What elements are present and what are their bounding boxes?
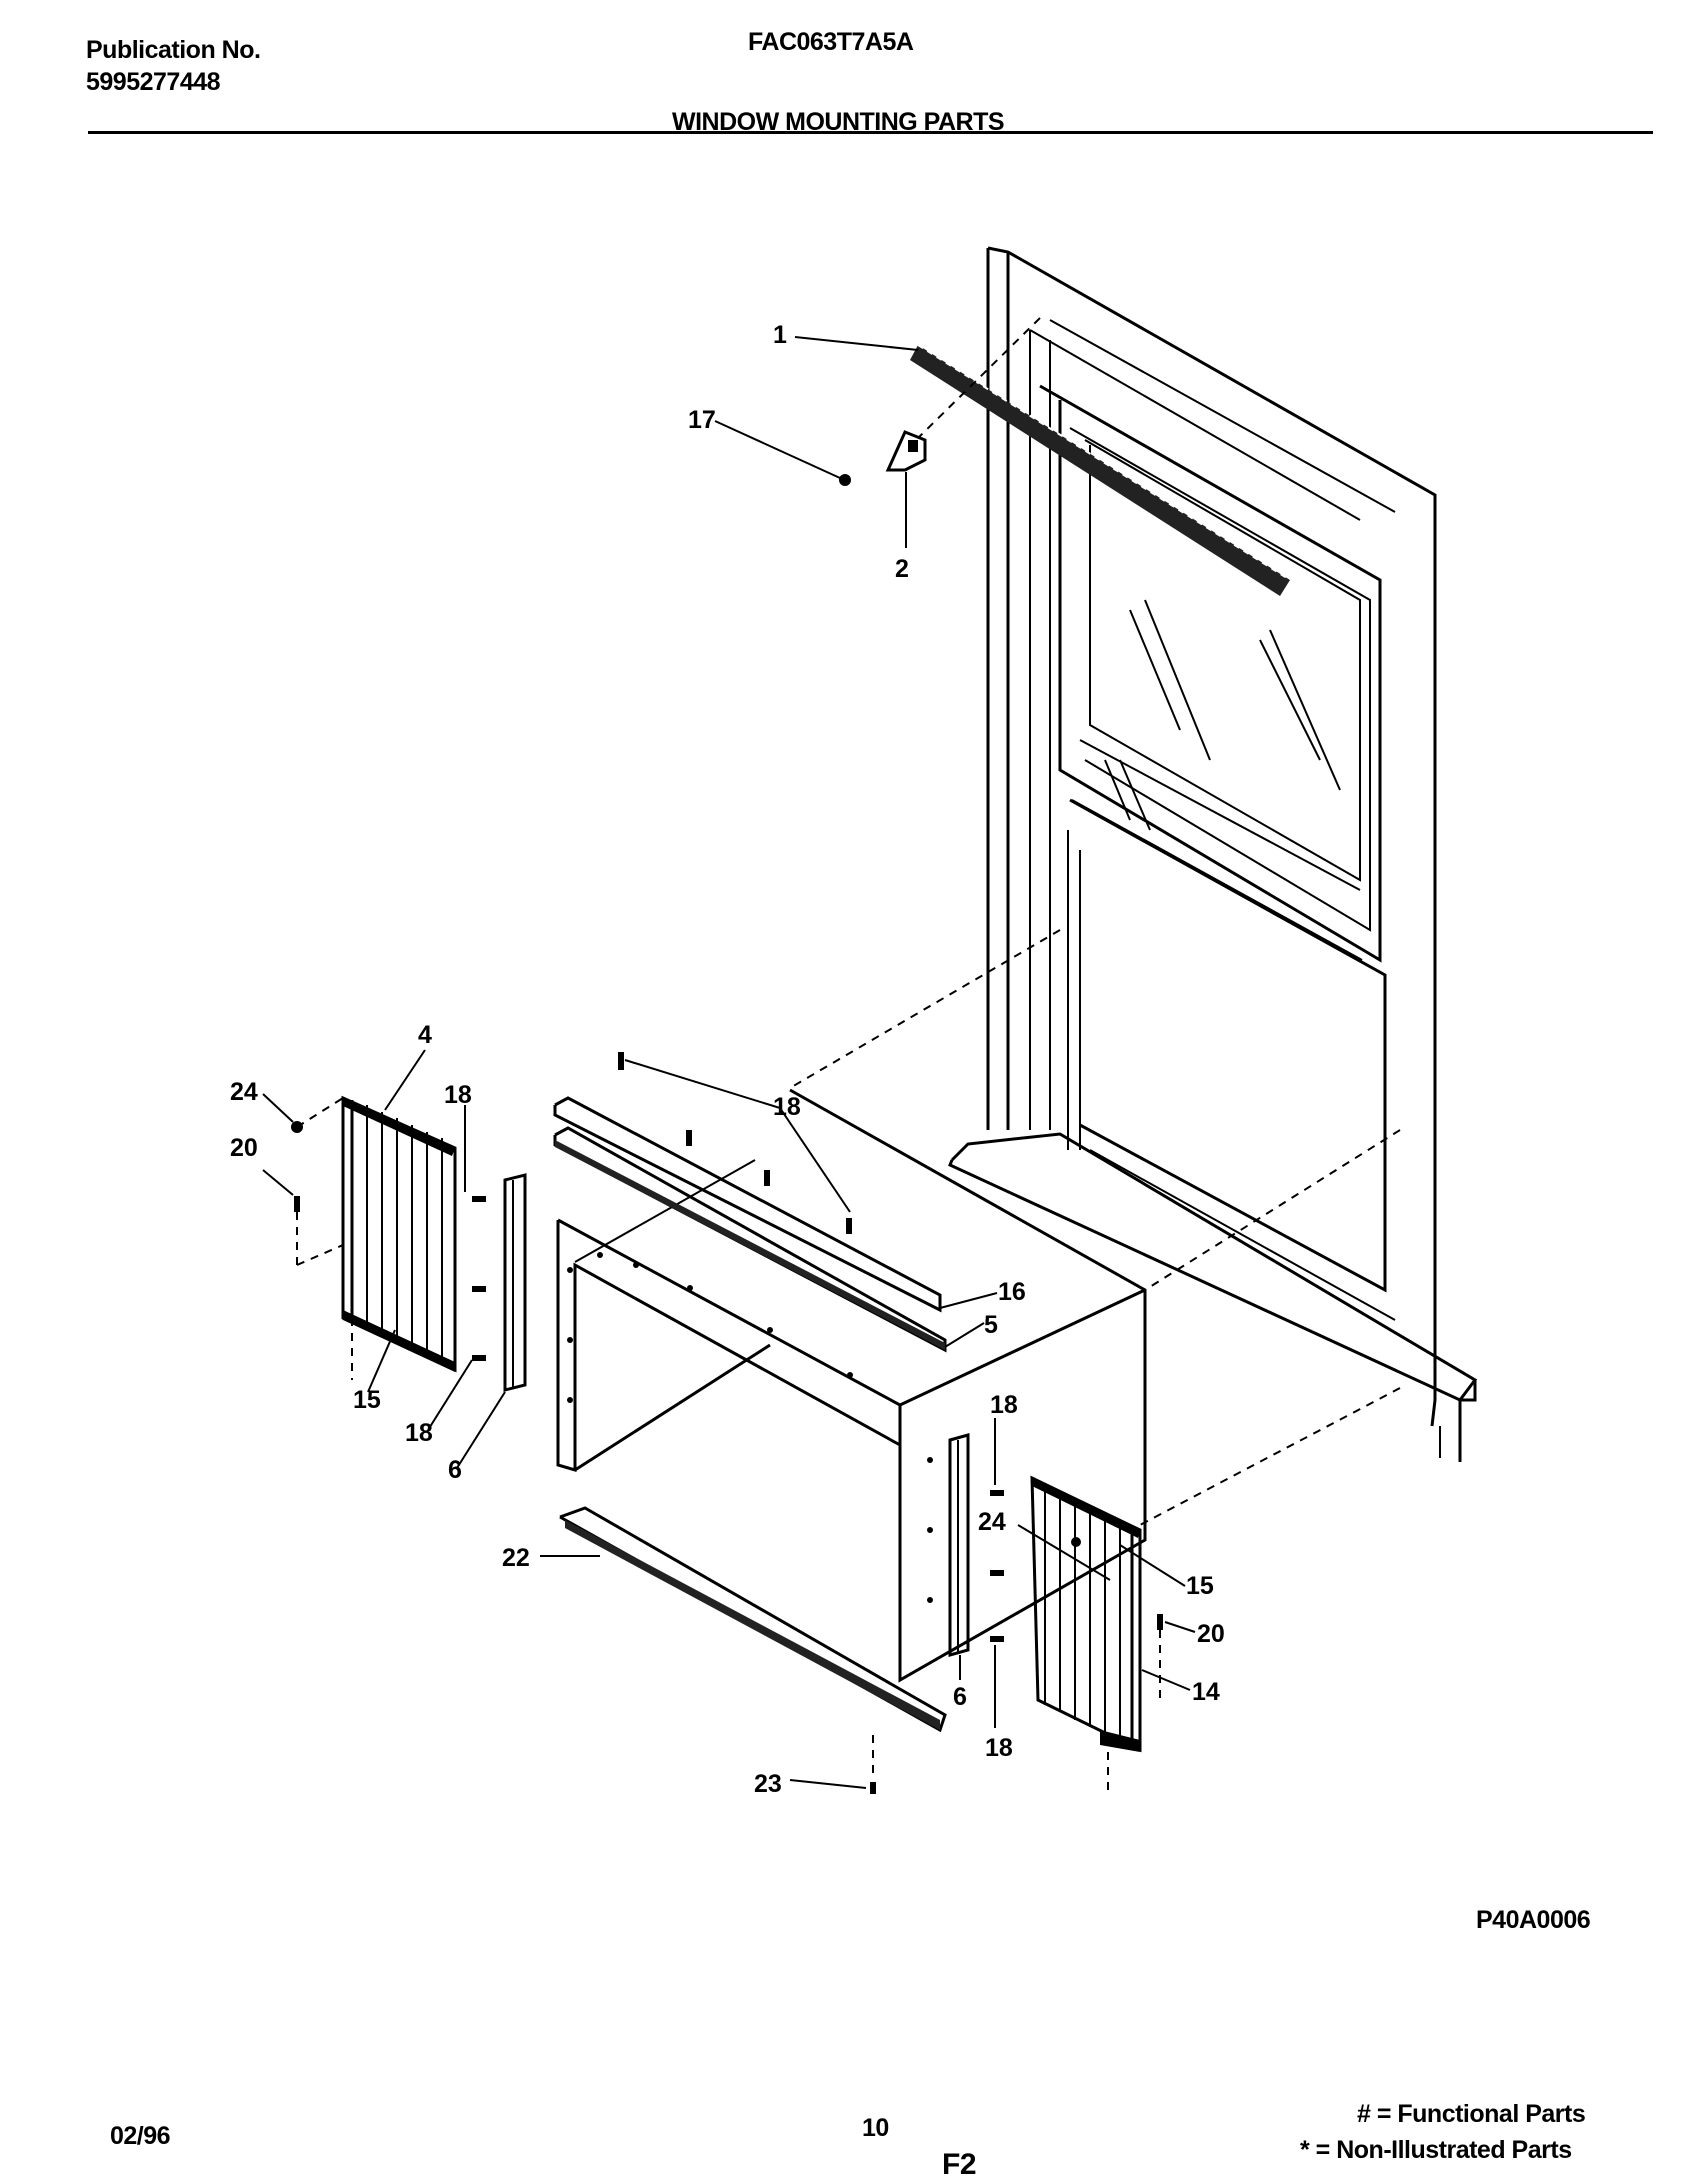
channel-screws <box>618 1052 852 1234</box>
callout-14: 14 <box>1192 1678 1220 1706</box>
callout-17: 17 <box>688 406 716 434</box>
screw-23 <box>870 1782 876 1794</box>
callout-18-channel: 18 <box>773 1093 801 1121</box>
callout-16: 16 <box>998 1278 1026 1306</box>
callout-6-left: 6 <box>448 1456 462 1484</box>
publication-label: Publication No. <box>86 36 261 64</box>
right-screws <box>990 1490 1163 1642</box>
top-channel-rails <box>553 1096 947 1353</box>
legend-non-illustrated-parts: * = Non-Illustrated Parts <box>1300 2136 1572 2164</box>
callout-18-left-bottom: 18 <box>405 1419 433 1447</box>
cabinet-sleeve <box>556 1088 1147 1683</box>
assembly-guide-lines <box>296 317 1401 1790</box>
callout-2: 2 <box>895 555 909 583</box>
callout-20-left: 20 <box>230 1134 258 1162</box>
left-vertical-rail <box>503 1173 527 1392</box>
sash-bracket <box>885 430 927 472</box>
callout-15-right: 15 <box>1186 1572 1214 1600</box>
callout-24-left: 24 <box>230 1078 258 1106</box>
callout-23: 23 <box>754 1770 782 1798</box>
header-divider <box>88 131 1653 134</box>
callout-1: 1 <box>773 321 787 349</box>
left-screws <box>291 1121 486 1361</box>
callout-20-right: 20 <box>1197 1620 1225 1648</box>
left-side-curtain <box>341 1095 457 1373</box>
footer-date: 02/96 <box>110 2122 171 2150</box>
right-vertical-rail <box>948 1433 970 1657</box>
callout-4: 4 <box>418 1021 432 1049</box>
callout-5: 5 <box>984 1311 998 1339</box>
footer-page-number: 10 <box>862 2114 889 2142</box>
callout-22: 22 <box>502 1544 530 1572</box>
callout-18-right-bottom: 18 <box>985 1734 1013 1762</box>
callout-18-right-top: 18 <box>990 1391 1018 1419</box>
right-side-curtain <box>1030 1475 1142 1753</box>
footer-figure-code: F2 <box>942 2148 977 2181</box>
callout-24-right: 24 <box>978 1508 1006 1536</box>
callout-18-left-top: 18 <box>444 1081 472 1109</box>
foam-seal-strip <box>910 344 1291 596</box>
callout-6-right: 6 <box>953 1683 967 1711</box>
callout-15-left: 15 <box>353 1386 381 1414</box>
model-number: FAC063T7A5A <box>748 28 914 56</box>
legend-functional-parts: # = Functional Parts <box>1357 2100 1586 2128</box>
screw-17 <box>839 474 851 486</box>
callout-leaders <box>262 336 1196 1789</box>
diagram-code: P40A0006 <box>1476 1906 1591 1934</box>
bottom-rail <box>559 1506 947 1733</box>
publication-number: 5995277448 <box>86 68 221 96</box>
